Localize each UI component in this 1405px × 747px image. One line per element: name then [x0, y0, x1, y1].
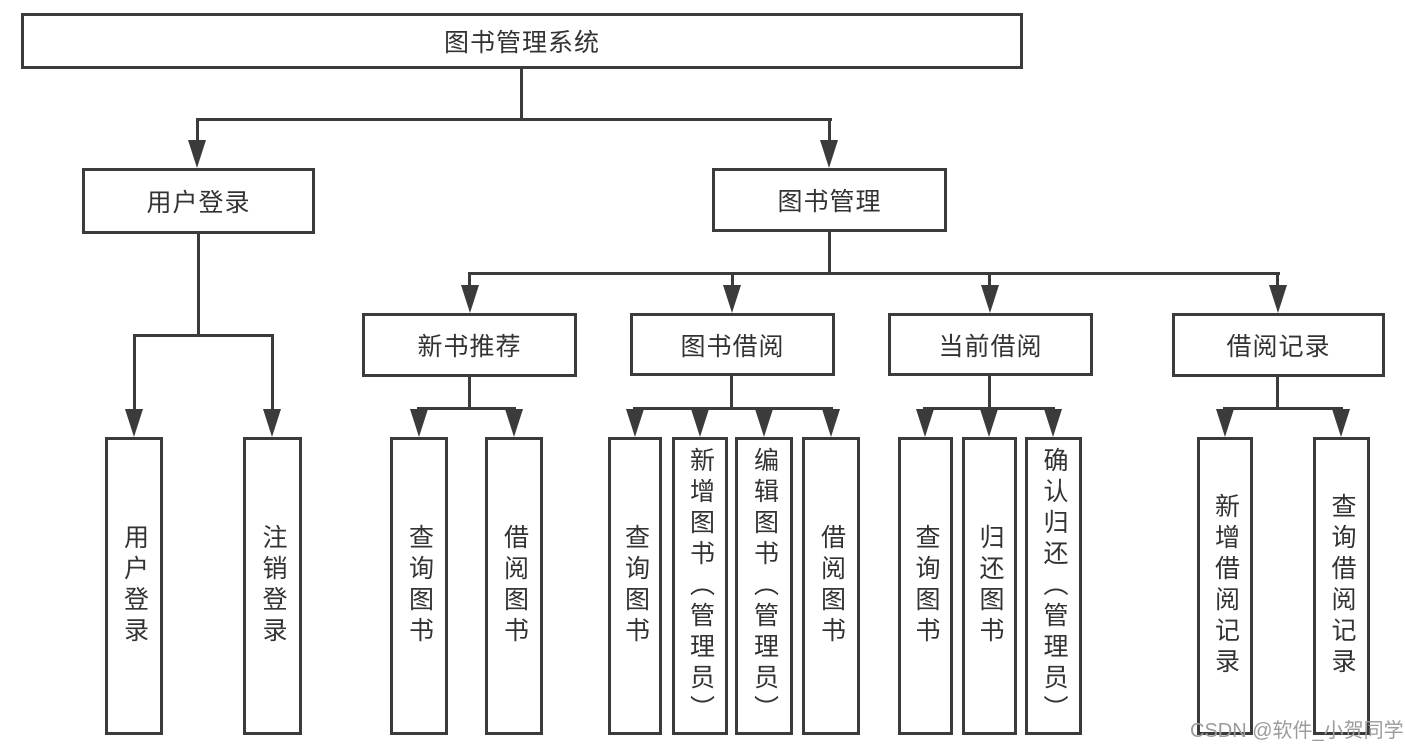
connector-book-borrow-rail [633, 407, 833, 410]
connector-root-stem [520, 68, 523, 120]
arrowhead-borrow-books-recommend [505, 409, 523, 437]
leaf-query-borrow-record: 查询借阅记录 [1313, 437, 1370, 735]
leaf-query-books-borrowing: 查询图书 [608, 437, 662, 735]
node-root-library-system: 图书管理系统 [21, 13, 1023, 69]
arrowhead-query-books-current [916, 409, 934, 437]
arrowhead-return-books [980, 409, 998, 437]
arrowhead-query-borrow-record [1332, 409, 1350, 437]
connector-book-mgmt-stem [828, 232, 831, 274]
arrowhead-add-borrow-record [1216, 409, 1234, 437]
arrowhead-book-borrow [723, 285, 741, 313]
leaf-return-books: 归还图书 [962, 437, 1017, 735]
node-new-book-recommend: 新书推荐 [362, 313, 577, 377]
arrowhead-query-books-recommend [410, 409, 428, 437]
leaf-edit-books-admin: 编辑图书（管理员） [735, 437, 793, 735]
arrowhead-query-books-borrowing [626, 409, 644, 437]
connector-level2-rail [196, 118, 832, 121]
leaf-user-login: 用户登录 [105, 437, 163, 735]
leaf-add-borrow-record: 新增借阅记录 [1197, 437, 1253, 735]
connector-user-login-rail [133, 334, 274, 337]
connector-arm-current-borrow [988, 272, 991, 287]
arrowhead-leaf-user-login [125, 409, 143, 437]
leaf-logout: 注销登录 [243, 437, 302, 735]
connector-borrow-records-stem [1276, 377, 1279, 409]
arrowhead-edit-books-admin [755, 409, 773, 437]
leaf-borrow-books: 借阅图书 [802, 437, 860, 735]
connector-arm-new-book [468, 272, 471, 287]
connector-current-borrow-rail [923, 407, 1055, 410]
node-borrowing-records: 借阅记录 [1172, 313, 1385, 377]
leaf-add-books-admin: 新增图书（管理员） [672, 437, 728, 735]
leaf-query-books-current: 查询图书 [898, 437, 953, 735]
leaf-query-books-recommend: 查询图书 [390, 437, 448, 735]
connector-arm-book-borrow [731, 272, 734, 287]
leaf-borrow-books-recommend: 借阅图书 [485, 437, 543, 735]
node-current-borrowing: 当前借阅 [888, 313, 1093, 376]
node-book-management: 图书管理 [712, 168, 947, 232]
connector-arm-user-login [196, 118, 199, 144]
node-user-login: 用户登录 [82, 168, 315, 234]
connector-arm-book-mgmt [828, 118, 831, 144]
arrowhead-book-mgmt [820, 140, 838, 168]
connector-book-borrow-stem [730, 376, 733, 409]
connector-borrow-records-rail [1223, 407, 1343, 410]
connector-level3-rail [468, 272, 1280, 275]
connector-arm-borrow-records [1276, 272, 1279, 287]
arrowhead-add-books-admin [691, 409, 709, 437]
connector-arm-leaf-user-login [133, 334, 136, 412]
leaf-confirm-return-admin: 确认归还（管理员） [1025, 437, 1082, 735]
arrowhead-borrow-records [1269, 285, 1287, 313]
arrowhead-leaf-logout [263, 409, 281, 437]
arrowhead-borrow-books [822, 409, 840, 437]
csdn-watermark: CSDN @软件_小贺同学 [1190, 720, 1404, 742]
connector-user-login-stem [197, 234, 200, 336]
connector-current-borrow-stem [988, 376, 991, 409]
arrowhead-confirm-return-admin [1044, 409, 1062, 437]
connector-new-book-rail [417, 407, 516, 410]
arrowhead-new-book [461, 285, 479, 313]
connector-new-book-stem [468, 377, 471, 409]
arrowhead-user-login [188, 140, 206, 168]
node-book-borrowing: 图书借阅 [630, 313, 835, 376]
arrowhead-current-borrow [981, 285, 999, 313]
connector-arm-leaf-logout [271, 334, 274, 412]
